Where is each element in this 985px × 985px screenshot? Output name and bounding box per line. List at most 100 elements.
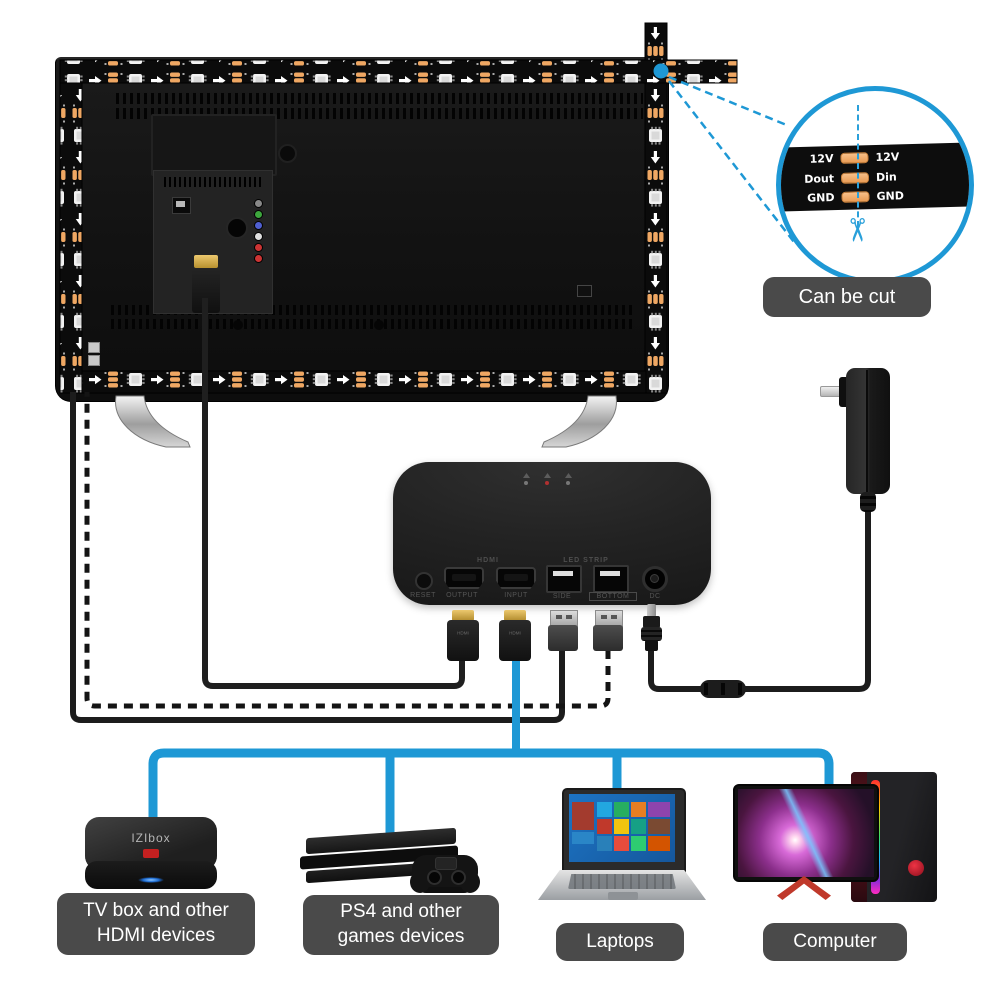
hdmi-output-plug: HDMI <box>447 620 479 661</box>
av-jack-red <box>254 243 263 252</box>
start-tile <box>631 836 646 851</box>
power-adapter <box>846 368 890 494</box>
start-tile <box>631 819 646 834</box>
start-tile <box>631 802 646 817</box>
laptop-label: Laptops <box>556 923 684 961</box>
pad-row: 12V 12V <box>781 147 969 167</box>
start-tile <box>614 819 629 834</box>
controller-stick <box>427 870 442 885</box>
start-tile <box>597 836 612 851</box>
tv-vesa-plate <box>151 114 277 176</box>
usb-side-plug <box>548 625 578 651</box>
controller-grip <box>410 871 430 893</box>
ferrite-rib <box>738 683 742 695</box>
av-jack <box>254 199 263 208</box>
laptop-screen-bezel <box>562 788 686 876</box>
tv-box-logo <box>143 849 159 858</box>
output-label: OUTPUT <box>446 592 478 599</box>
av-jack-green <box>254 210 263 219</box>
tv-back-panel <box>55 57 669 402</box>
solder-pad <box>840 171 870 184</box>
start-tile <box>648 802 670 817</box>
ferrite-rib <box>721 683 725 695</box>
start-tile <box>572 832 594 844</box>
bottom-label: BOTTOM <box>589 592 637 601</box>
tower-logo <box>908 860 924 876</box>
start-tile <box>648 819 670 834</box>
laptop-keyboard <box>568 874 676 889</box>
start-tile <box>572 802 594 830</box>
computer-device <box>733 770 943 910</box>
tv-screw-hole <box>278 144 297 163</box>
panel-vent <box>164 177 262 187</box>
pad-label-right: Din <box>875 169 897 184</box>
ps4-label: PS4 and other games devices <box>303 895 499 955</box>
ps4-device <box>300 825 480 903</box>
can-be-cut-label: Can be cut <box>763 277 931 317</box>
strip-magnifier-circle: 12V 12V Dout Din GND GND ✂ <box>776 86 974 284</box>
dc-jack <box>642 566 668 592</box>
pad-row: GND GND <box>781 187 969 207</box>
tv-box-led <box>138 877 164 883</box>
hdmi-input-plug: HDMI <box>499 620 531 661</box>
indicator-led-red <box>545 481 549 485</box>
ethernet-port <box>172 197 191 214</box>
usb-bottom-plug <box>593 625 623 651</box>
indicator-led <box>566 481 570 485</box>
adapter-ridge <box>866 370 868 492</box>
start-tile <box>614 836 629 851</box>
tv-label-sticker <box>88 342 100 353</box>
dc-plug-ribs <box>641 627 662 641</box>
hdmi-group-label: HDMI <box>477 557 499 564</box>
blue-bus-line <box>148 748 834 820</box>
display-flare <box>738 789 874 877</box>
controller-touchpad <box>435 857 457 870</box>
tvbox-label: TV box and other HDMI devices <box>57 893 255 955</box>
hdmi-output-port <box>444 567 484 589</box>
tv-box-brand: IZIbox <box>131 831 171 845</box>
pc-display <box>738 789 874 877</box>
ferrite-rib <box>704 683 708 695</box>
tv-connection-panel <box>153 170 273 314</box>
led-strip-closeup: 12V 12V Dout Din GND GND <box>781 142 969 212</box>
pc-monitor <box>733 784 879 882</box>
pad-label-left: Dout <box>804 171 835 186</box>
usb-bottom-port <box>593 565 629 593</box>
computer-label: Computer <box>763 923 907 961</box>
laptop-touchpad <box>608 892 638 900</box>
led-strip-group-label: LED STRIP <box>563 557 609 564</box>
laptop-display <box>569 794 675 862</box>
indicator-icon <box>544 473 551 478</box>
magnifier-ray <box>668 75 790 128</box>
input-label: INPUT <box>504 592 528 599</box>
adapter-strain-relief <box>860 492 876 512</box>
pad-label-right: GND <box>876 189 905 204</box>
side-label: SIDE <box>552 593 572 600</box>
indicator-led <box>524 481 528 485</box>
led-controller-box: RESET HDMI OUTPUT INPUT LED STRIP SIDE B… <box>393 462 711 605</box>
start-tile <box>614 802 629 817</box>
tv-vent <box>111 319 633 329</box>
tv-screw <box>233 320 243 330</box>
tv-label-sticker <box>88 355 100 366</box>
indicator-icon <box>565 473 572 478</box>
cut-line-dashed <box>857 105 859 227</box>
tv-box-front <box>85 861 217 889</box>
hdmi-input-port <box>496 567 536 589</box>
pad-label-right: 12V <box>875 150 900 164</box>
start-tile <box>648 836 670 851</box>
pad-label-left: GND <box>806 191 835 206</box>
tv-vent <box>116 108 643 119</box>
solder-pad <box>840 151 869 164</box>
usb-side-port <box>546 565 582 593</box>
indicator-icon <box>523 473 530 478</box>
magnifier-ray <box>668 80 795 243</box>
tv-stand-right <box>541 395 617 448</box>
pad-row: Dout Din <box>781 167 969 187</box>
scissors-icon: ✂ <box>838 216 876 244</box>
panel-hole <box>226 217 248 239</box>
dc-label: DC <box>649 593 661 600</box>
cable-ferrite <box>700 680 746 698</box>
start-tile <box>597 819 612 834</box>
